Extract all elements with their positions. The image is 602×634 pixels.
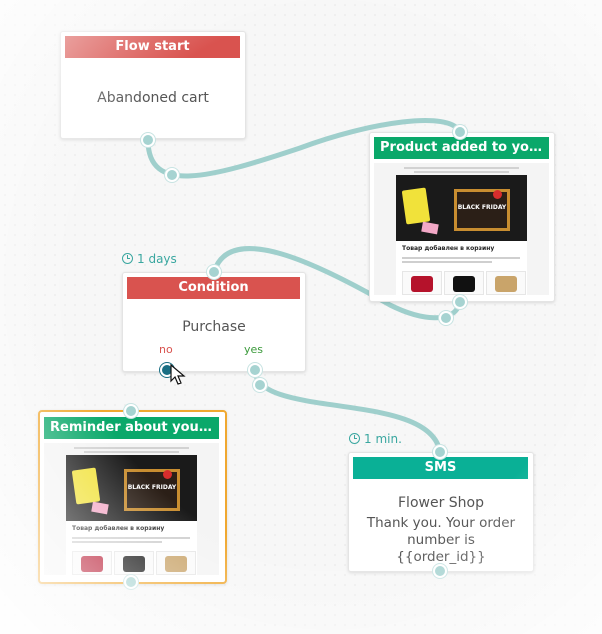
reminder-input-port[interactable]: [124, 404, 138, 418]
branch-yes-label: yes: [244, 343, 264, 356]
email-preview-title: Товар добавлен в корзину: [402, 245, 495, 252]
sms-output-port[interactable]: [433, 564, 447, 578]
flow-start-node[interactable]: Flow start Abandoned cart: [60, 31, 246, 139]
flow-start-output-port[interactable]: [141, 133, 155, 147]
reminder-email-preview: BLACK FRIDAY Товар добавлен в корзину: [44, 443, 219, 575]
sms-delay-label: 1 min.: [364, 432, 402, 446]
condition-delay-label: 1 days: [137, 252, 177, 266]
product-added-output-port[interactable]: [453, 295, 467, 309]
flow-start-header: Flow start: [65, 36, 240, 58]
reminder-email-node[interactable]: Reminder about you... BLACK FRIDAY Товар…: [38, 410, 227, 584]
product-added-header: Product added to yo...: [374, 137, 549, 159]
link-handle[interactable]: [439, 311, 453, 325]
condition-header: Condition: [127, 277, 300, 299]
link-condition-yes-to-sms[interactable]: [252, 367, 443, 455]
product-added-input-port[interactable]: [453, 125, 467, 139]
branch-no-label: no: [159, 343, 173, 356]
link-handle[interactable]: [165, 168, 179, 182]
sms-header: SMS: [353, 457, 528, 479]
product-added-email-node[interactable]: Product added to yo... BLACK FRIDAY Това…: [369, 132, 555, 302]
sms-node[interactable]: SMS Flower Shop Thank you. Your order nu…: [348, 452, 534, 572]
cursor-pointer-icon: [170, 364, 186, 385]
reminder-header: Reminder about you...: [44, 417, 219, 439]
sms-input-port[interactable]: [433, 445, 447, 459]
reminder-output-port[interactable]: [124, 575, 138, 589]
hero-text: BLACK FRIDAY: [127, 484, 177, 491]
link-handle[interactable]: [253, 378, 267, 392]
sms-message: Thank you. Your order number is {{order_…: [366, 515, 516, 565]
condition-node[interactable]: Condition Purchase no yes: [122, 272, 306, 372]
condition-input-port[interactable]: [207, 265, 221, 279]
condition-yes-output-port[interactable]: [248, 363, 262, 377]
condition-body: Purchase: [182, 319, 246, 335]
flow-start-trigger: Abandoned cart: [97, 90, 209, 106]
sms-delay[interactable]: 1 min.: [349, 432, 402, 446]
product-added-email-preview: BLACK FRIDAY Товар добавлен в корзину: [374, 163, 549, 295]
clock-icon: [349, 433, 360, 444]
clock-icon: [122, 253, 133, 264]
condition-delay[interactable]: 1 days: [122, 252, 177, 266]
sms-title: Flower Shop: [398, 495, 484, 511]
hero-text: BLACK FRIDAY: [457, 204, 507, 211]
email-preview-title: Товар добавлен в корзину: [72, 525, 165, 532]
